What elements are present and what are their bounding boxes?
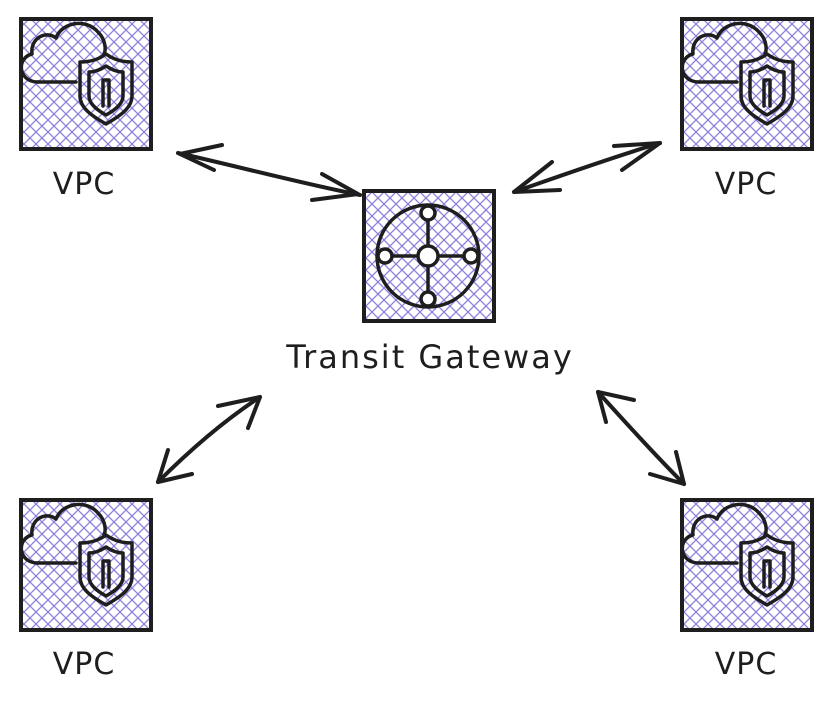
connection-bottom-right	[596, 390, 686, 486]
vpc-node-top-right[interactable]: VPC	[680, 17, 814, 202]
vpc-box	[680, 498, 814, 632]
connection-top-right	[512, 141, 662, 194]
vpc-label: VPC	[715, 647, 778, 682]
vpc-label: VPC	[53, 167, 116, 202]
connection-top-left	[176, 143, 362, 202]
vpc-label: VPC	[715, 167, 778, 202]
vpc-node-top-left[interactable]: VPC	[19, 17, 153, 202]
transit-gateway-label: Transit Gateway	[285, 338, 574, 376]
vpc-node-bottom-right[interactable]: VPC	[680, 498, 814, 682]
vpc-box	[19, 17, 153, 151]
vpc-node-bottom-left[interactable]: VPC	[19, 498, 153, 682]
vpc-box	[19, 498, 153, 632]
connection-bottom-left	[156, 395, 262, 484]
vpc-box	[680, 17, 814, 151]
vpc-label: VPC	[53, 647, 116, 682]
transit-gateway-icon	[375, 203, 481, 309]
transit-gateway-node[interactable]: Transit Gateway	[285, 189, 574, 376]
